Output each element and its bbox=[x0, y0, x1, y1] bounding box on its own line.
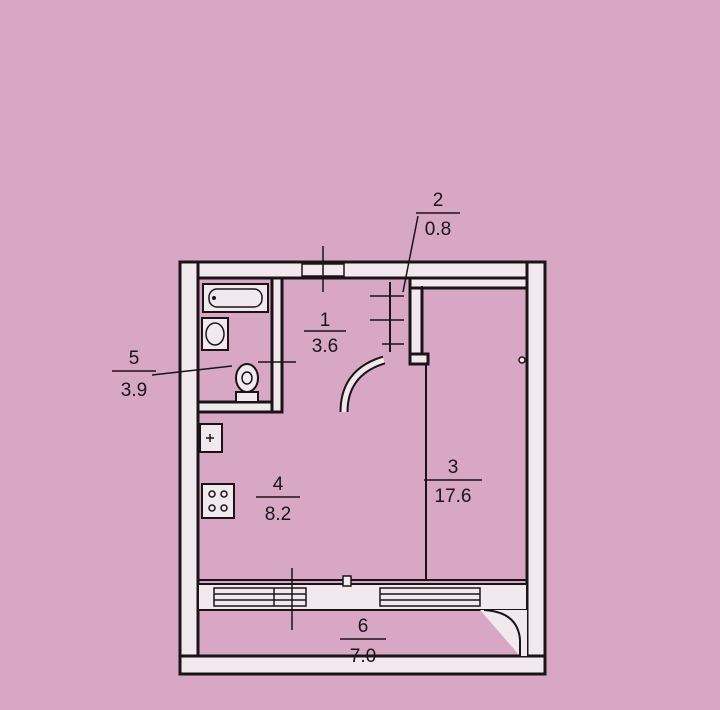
room-number-6: 6 bbox=[358, 616, 369, 637]
room-area-4: 8.2 bbox=[265, 504, 291, 525]
leader-room2 bbox=[402, 215, 419, 293]
closet-partitions bbox=[370, 276, 529, 366]
balcony-rail bbox=[480, 609, 527, 656]
wall-bath-right bbox=[270, 276, 284, 414]
bathtub-icon bbox=[202, 283, 269, 313]
curved-partition bbox=[339, 355, 526, 413]
room-area-6: 7.0 bbox=[350, 646, 376, 667]
room-area-1: 3.6 bbox=[312, 336, 338, 357]
room-area-2: 0.8 bbox=[425, 219, 451, 240]
room-label-2: 2 0.8 bbox=[416, 190, 460, 240]
wall-top bbox=[178, 260, 547, 280]
top-window bbox=[301, 246, 345, 292]
room-number-1: 1 bbox=[320, 310, 331, 331]
room3-walls bbox=[198, 286, 527, 581]
wall-closet bbox=[408, 276, 424, 366]
room-number-4: 4 bbox=[273, 474, 284, 495]
room-area-3: 17.6 bbox=[435, 486, 472, 507]
room-area-5: 3.9 bbox=[121, 380, 147, 401]
toilet-icon bbox=[235, 363, 259, 403]
room-number-3: 3 bbox=[448, 457, 459, 478]
sink-icon bbox=[201, 317, 229, 351]
room-label-3: 3 17.6 bbox=[424, 457, 482, 507]
wall-bath-bottom bbox=[196, 400, 282, 414]
leader-room5 bbox=[151, 365, 233, 376]
room-label-6: 6 7.0 bbox=[340, 616, 386, 667]
room-number-2: 2 bbox=[433, 190, 444, 211]
stove-icon bbox=[201, 483, 235, 519]
wall-left bbox=[178, 260, 200, 676]
room-label-4: 4 8.2 bbox=[256, 474, 300, 525]
wall-bottom bbox=[178, 654, 547, 676]
wall-room3-top bbox=[408, 276, 529, 290]
room-number-5: 5 bbox=[129, 348, 140, 369]
room-label-5: 5 3.9 bbox=[112, 348, 156, 401]
outer-walls bbox=[178, 260, 547, 676]
wall-right bbox=[525, 260, 547, 676]
room-label-1: 1 3.6 bbox=[304, 310, 346, 357]
outlet-icon bbox=[199, 423, 223, 453]
balcony-wall bbox=[197, 568, 528, 630]
